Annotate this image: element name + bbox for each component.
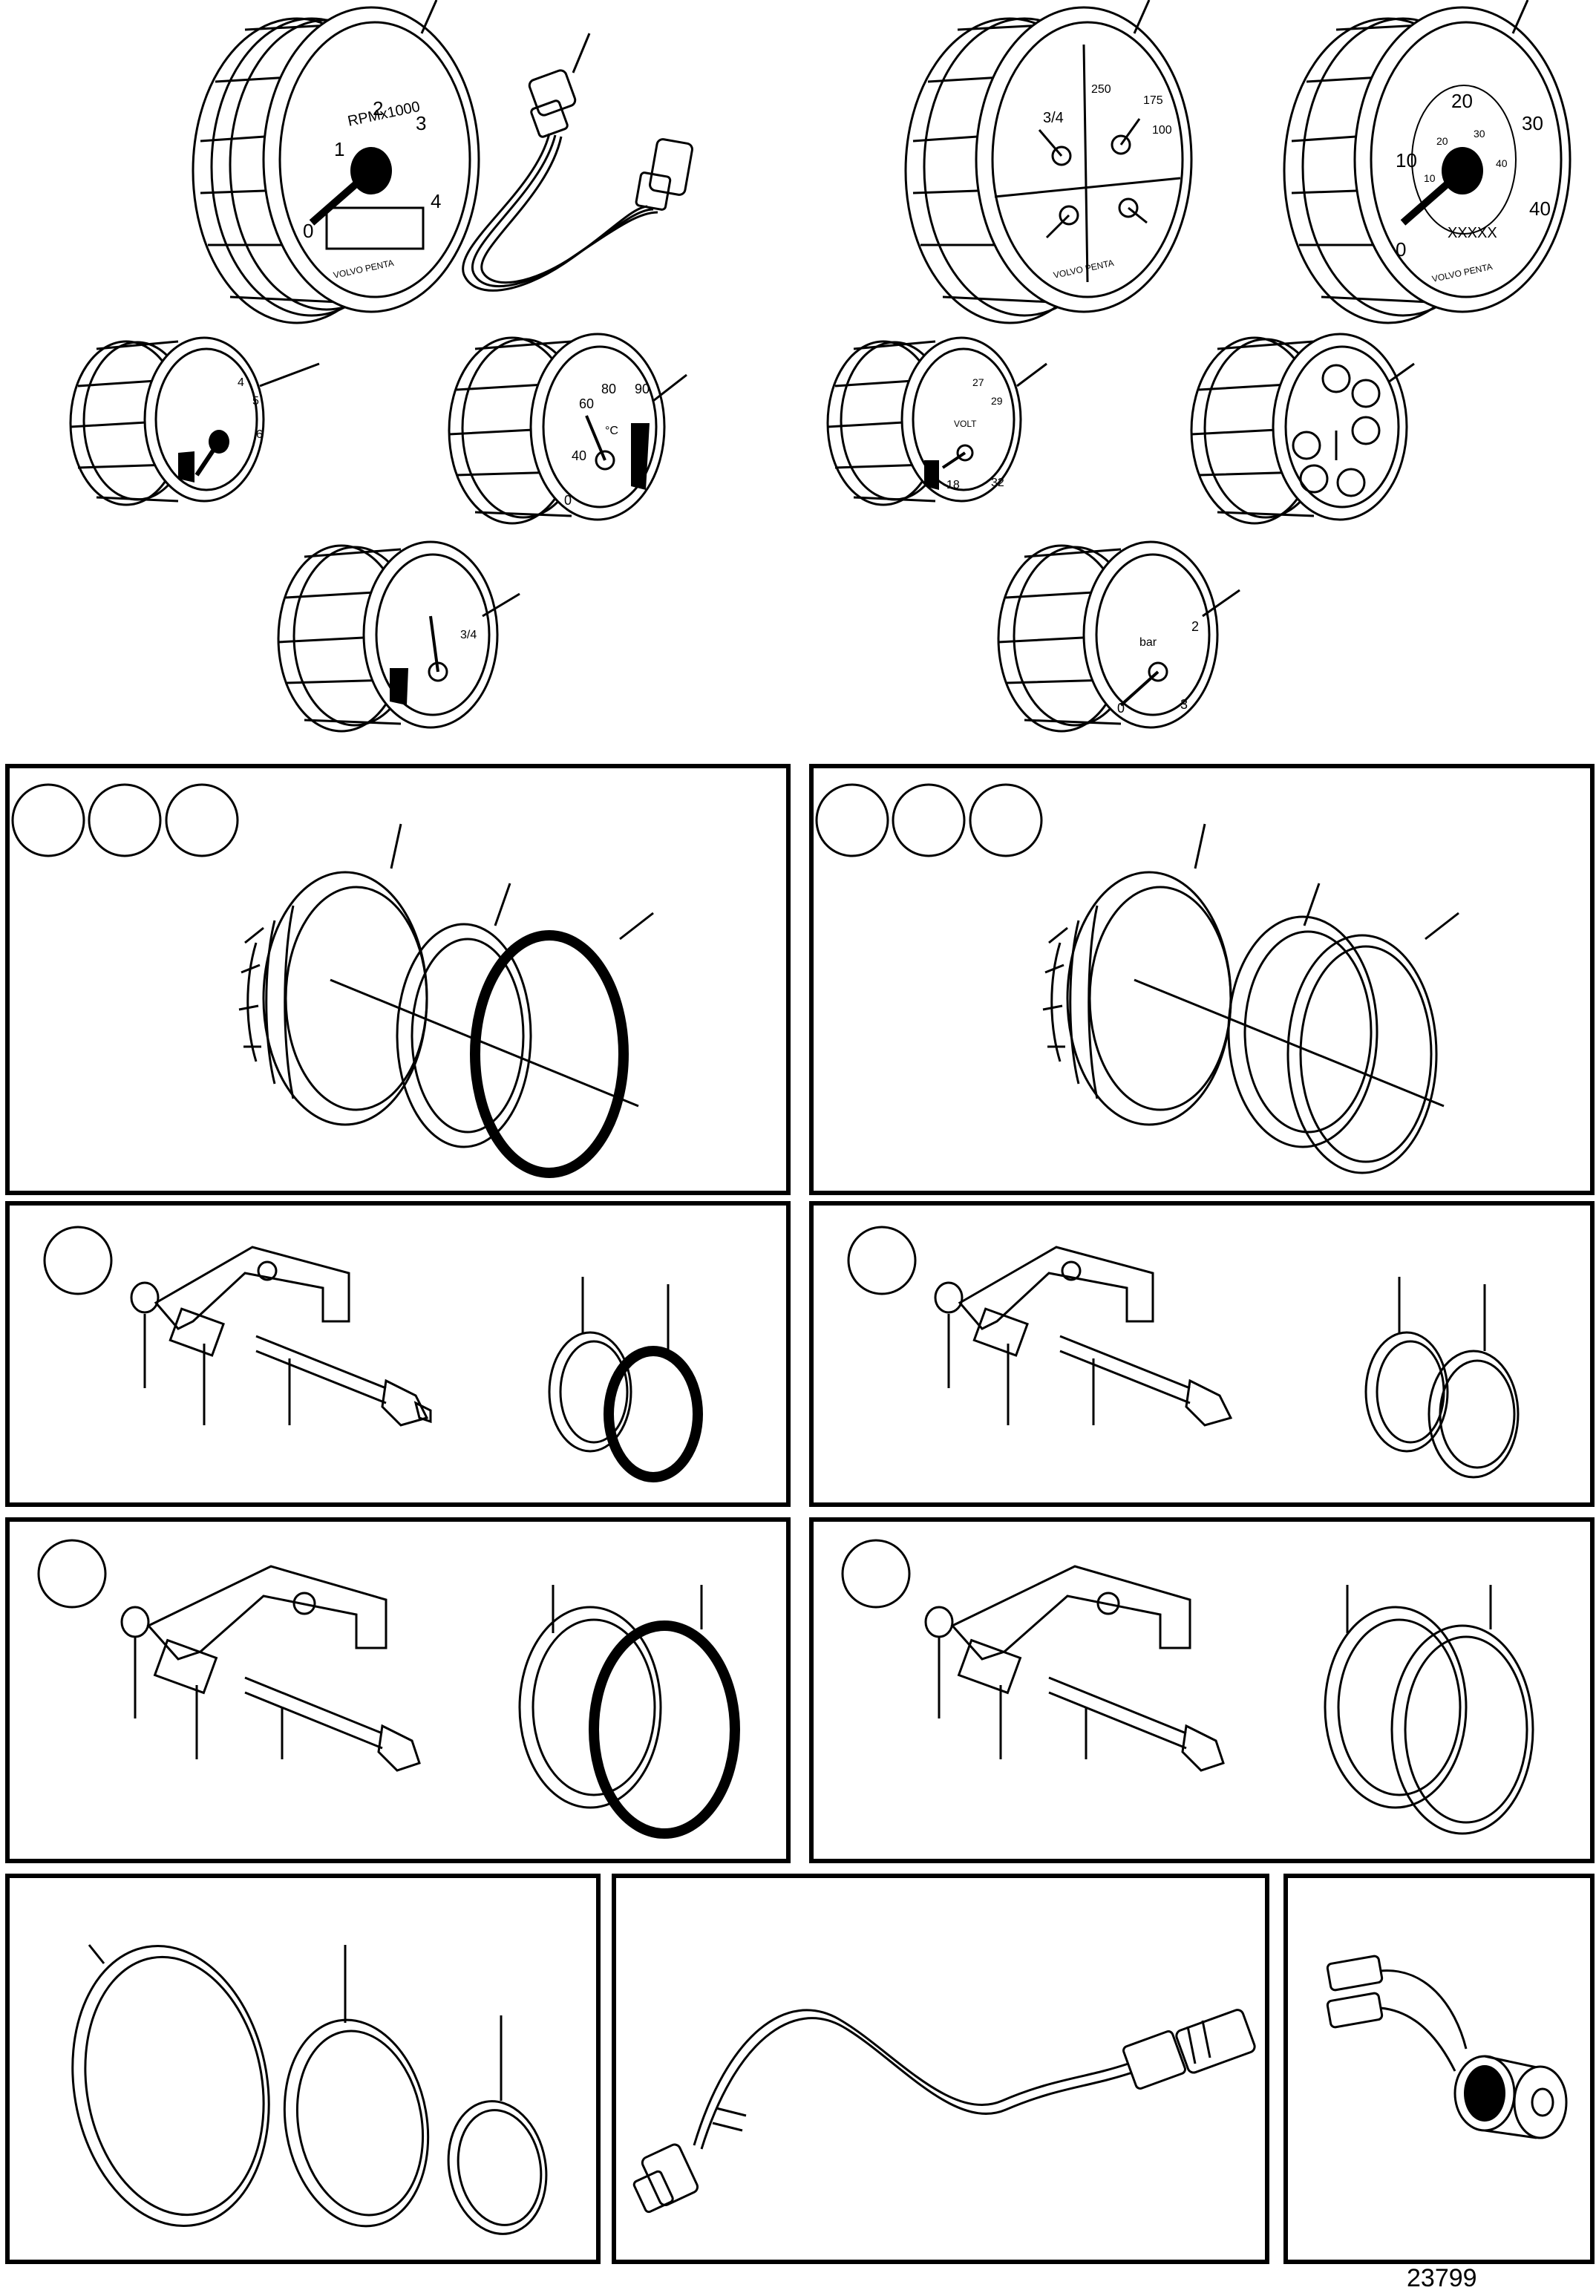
speedometer-gauge: 0 10 20 30 40 10 20 30 40 XXX XXXXX VOLV… [1283,0,1572,324]
warning-panel-gauge [1190,333,1415,525]
small-gauge-1: 4 5 6 [69,336,320,506]
temp-unit: °C [605,425,618,437]
pressure-gauge: bar 0 2 3 [997,540,1240,733]
pressure-unit: bar [1139,636,1157,649]
tacho-tick-0: 0 [303,220,313,242]
panel-bracket-large-chrome [809,1517,1595,1863]
multi-scale-b-1: 175 [1143,94,1163,107]
tacho-tick-4: 4 [431,190,441,212]
multi-gauge: 3/4 250 175 100 VOLVO PENTA [904,0,1193,324]
tacho-tick-2: 2 [373,97,383,120]
panel-buzzer [1283,1874,1595,2264]
volt-tick-27: 27 [972,376,984,388]
speedo-tick-10: 10 [1396,149,1417,171]
speedo-tick-20: 20 [1451,90,1473,112]
panel-seal-rings [5,1874,601,2264]
tacho-tick-3: 3 [416,112,426,134]
speedo-tick-0: 0 [1396,238,1406,261]
multi-scale-b-2: 100 [1152,124,1172,137]
temperature-gauge: 0 40 60 80 90 °C [448,333,687,525]
speedo-tick-40: 40 [1529,197,1551,220]
multi-scale-b-0: 250 [1091,83,1111,96]
temp-tick-40: 40 [572,448,586,463]
small1-tick-b: 5 [252,395,259,408]
panel-bracket-small-chrome [809,1201,1595,1507]
speedo-tick-30: 30 [1522,112,1543,134]
pressure-tick-3: 3 [1180,697,1188,712]
speedo-inner-tick-30: 30 [1474,128,1485,140]
speedo-inner-tick-20: 20 [1436,135,1448,147]
speedo-inner-tick-40: 40 [1496,157,1508,169]
fuel-gauge: 3/4 [277,540,520,733]
panel-extension-cable [612,1874,1269,2264]
speedo-placeholder-label: XXX [1451,154,1475,166]
temp-tick-0: 0 [564,493,572,508]
voltmeter-gauge: VOLT 18 27 29 32 [826,336,1047,506]
pressure-tick-2: 2 [1191,619,1199,634]
small1-tick-a: 4 [238,376,244,389]
tachometer-gauge: RPMx1000 0 1 2 3 4 VOLVO PENTA [192,0,480,324]
panel-bracket-small-black [5,1201,791,1507]
volt-unit: VOLT [954,419,977,429]
tacho-tick-1: 1 [334,138,344,160]
figure-number: 23799 [1407,2264,1477,2292]
speedo-odometer: XXXXX [1448,225,1497,241]
small1-tick-c: 6 [256,428,263,441]
panel-bezel-chrome [809,764,1595,1195]
panel-bracket-large-black [5,1517,791,1863]
multi-scale-a: 3/4 [1043,110,1064,126]
volt-tick-29: 29 [991,395,1003,407]
volt-tick-18: 18 [946,479,960,491]
fuel-tick: 3/4 [460,629,477,641]
temp-tick-90: 90 [635,382,650,396]
panel-bezel-black [5,764,791,1195]
volt-tick-32: 32 [991,477,1004,489]
temp-tick-60: 60 [579,396,594,411]
pressure-tick-0: 0 [1117,701,1125,716]
wire-harness [462,33,693,292]
temp-tick-80: 80 [601,382,616,396]
speedo-inner-tick-10: 10 [1424,172,1436,184]
